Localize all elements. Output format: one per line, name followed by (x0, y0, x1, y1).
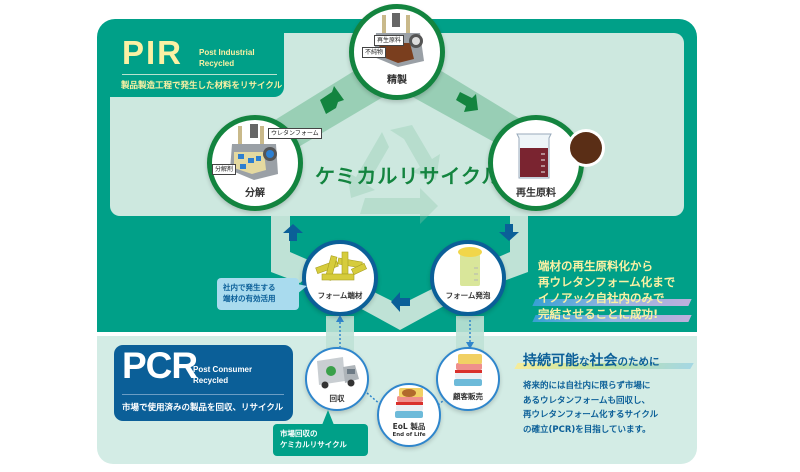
divider (122, 74, 277, 75)
node-refine: 再生原料 不純物 精製 (349, 4, 445, 100)
pir-subtitle-2: Recycled (199, 59, 235, 68)
callout-market-chemical-recycle: 市場回収の ケミカルリサイクル (273, 424, 368, 456)
arrow-up-icon (283, 224, 303, 241)
node-label: 精製 (387, 75, 407, 86)
achievement-message: 端材の再生原料化から 再ウレタンフォーム化まで イノアック自社内のみで 完結させ… (538, 258, 698, 322)
foam-cup-icon (458, 247, 482, 286)
node-decompose: ウレタンフォーム 分解剤 分解 (207, 115, 322, 211)
node-collection: 回収 (305, 347, 369, 411)
decomposer-machine-icon (230, 124, 278, 180)
node-customer-sale: 顧客販売 (436, 347, 500, 411)
title-part: のために (617, 356, 660, 368)
pcr-label-box (114, 345, 293, 421)
arrow-down-right-icon (456, 92, 478, 112)
achievement-line: 端材の再生原料化から (538, 259, 653, 273)
title-part: 持続可能 (523, 353, 579, 369)
achievement-line: 再ウレタンフォーム化まで (538, 275, 676, 289)
arrow-green (320, 86, 478, 114)
callout-line: ケミカルリサイクル (280, 440, 347, 449)
material-closeup-bubble-icon (564, 129, 605, 168)
mattress-stack-icon (454, 354, 482, 386)
body-line: 将来的には自社内に限らず市場に (523, 381, 651, 391)
node-sublabel: End of Life (392, 432, 426, 438)
node-eol-product: EoL 製品 End of Life (377, 383, 441, 447)
sustainability-body: 将来的には自社内に限らず市場に あるウレタンフォームも回収し、 再ウレタンフォー… (523, 379, 698, 437)
achievement-line: イノアック自社内のみで (538, 290, 698, 306)
node-foam-scrap: フォーム端材 (302, 240, 378, 316)
callout-pointer (297, 284, 307, 294)
arrow-left-icon (391, 292, 410, 312)
pcr-subtitle-1: Post Consumer (193, 365, 253, 374)
pir-subtitle-1: Post Industrial (199, 48, 255, 57)
pcr-subtitle-2: Recycled (193, 376, 229, 385)
pcr-description: 市場で使用済みの製品を回収、リサイクル (122, 403, 284, 413)
pir-description: 製品製造工程で発生した材料をリサイクル (121, 81, 283, 91)
worn-mattress-stack-icon (395, 388, 423, 418)
node-label: フォーム発泡 (445, 291, 491, 300)
callout-line: 市場回収の (280, 429, 318, 438)
node-label: 顧客販売 (453, 392, 483, 401)
achievement-line: 完結させることに成功! (538, 306, 698, 322)
node-foam-molding: フォーム発泡 (430, 240, 506, 316)
beaker-icon (516, 133, 552, 179)
divider (122, 394, 284, 395)
foam-scrap-icon (315, 251, 368, 281)
pir-acronym: PIR (122, 34, 184, 71)
pir-label-box (110, 33, 284, 97)
callout-line: 端材の有効活用 (223, 294, 276, 303)
chemical-recycle-title: ケミカルリサイクル (315, 164, 503, 188)
node-label: 再生原料 (516, 188, 556, 199)
arrow-up-small-icon (336, 315, 344, 322)
callout-line: 社内で発生する (223, 283, 276, 292)
title-part: 社会 (589, 353, 618, 369)
body-line: あるウレタンフォームも回収し、 (523, 395, 650, 406)
tag-urethane-foam: ウレタンフォーム (268, 128, 322, 139)
body-line: 再ウレタンフォーム化するサイクル (523, 410, 659, 420)
body-line: の確立(PCR)を目指しています。 (523, 424, 651, 435)
tag-recycled-material: 再生原料 (374, 35, 405, 46)
pcr-acronym: PCR (122, 345, 198, 386)
title-part: な (579, 356, 590, 368)
callout-pointer (322, 410, 334, 425)
node-label: EoL 製品 (392, 422, 426, 431)
node-label: 回収 (329, 394, 345, 403)
callout-internal-scrap-use: 社内で発生する 端材の有効活用 (217, 278, 299, 310)
recycling-truck-icon (317, 357, 359, 389)
sustainability-title: 持続可能な社会のために (523, 350, 660, 370)
node-label: フォーム端材 (317, 291, 363, 300)
tag-decomposer: 分解剤 (212, 164, 237, 175)
arrow-down-small-icon (466, 342, 474, 349)
node-label: 分解 (245, 188, 265, 199)
tag-impurity: 不純物 (362, 47, 387, 58)
recycle-icon (347, 125, 440, 224)
arrow-down-icon (499, 224, 519, 241)
arrow-up-right-icon (320, 86, 344, 114)
